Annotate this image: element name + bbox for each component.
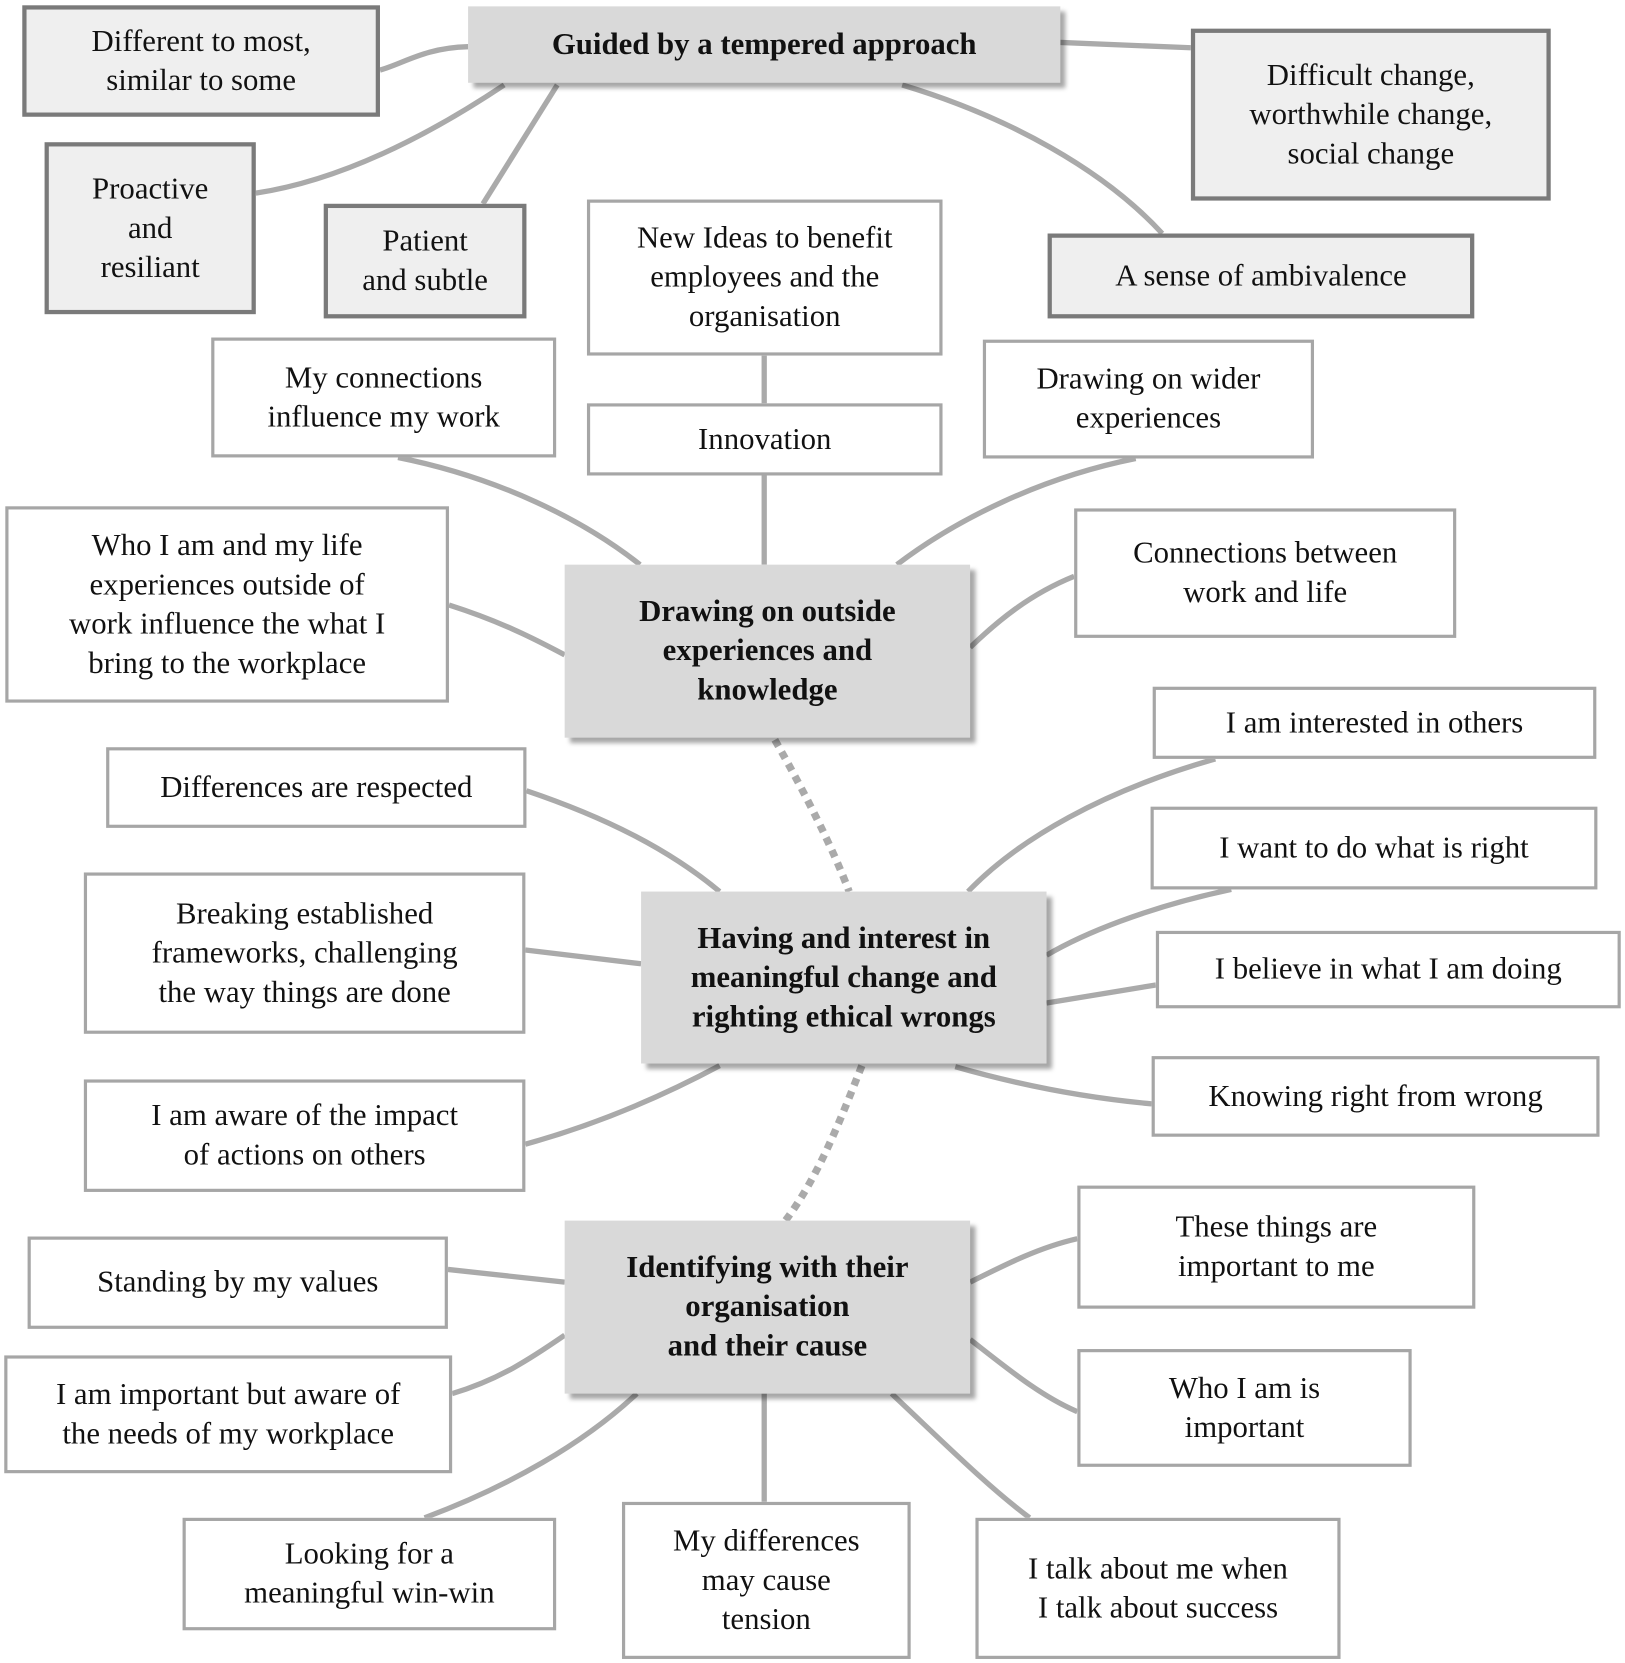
link xyxy=(451,1333,567,1397)
node-work-life: Connections between work and life xyxy=(1074,508,1457,638)
link xyxy=(524,1063,721,1147)
link xyxy=(1060,39,1191,51)
link xyxy=(480,83,560,206)
node-wider-experiences: Drawing on wider experiences xyxy=(982,339,1315,459)
hub-outside-experiences: Drawing on outside experiences and knowl… xyxy=(564,564,971,738)
node-these-things: These things are important to me xyxy=(1077,1185,1476,1309)
node-win-win: Looking for a meaningful win-win xyxy=(182,1517,557,1631)
node-respected: Differences are respected xyxy=(106,747,527,828)
node-different: Different to most, similar to some xyxy=(22,5,380,117)
hub-tempered-approach: Guided by a tempered approach xyxy=(468,6,1061,83)
node-proactive: Proactive and resiliant xyxy=(44,142,256,315)
node-breaking: Breaking established frameworks, challen… xyxy=(83,872,526,1034)
link xyxy=(525,788,722,894)
link xyxy=(379,44,469,73)
dotted-link xyxy=(771,737,853,893)
hub-meaningful-change: Having and interest in meaningful change… xyxy=(641,891,1047,1064)
link xyxy=(968,1236,1078,1285)
link xyxy=(889,1391,1032,1520)
link xyxy=(447,1266,565,1285)
node-knowing: Knowing right from wrong xyxy=(1151,1056,1600,1137)
link xyxy=(397,454,642,567)
node-do-right: I want to do what is right xyxy=(1150,806,1598,890)
link xyxy=(525,947,642,967)
node-connections-influence: My connections influence my work xyxy=(211,337,557,458)
link xyxy=(966,756,1217,894)
node-difficult-change: Difficult change, worthwhile change, soc… xyxy=(1190,28,1551,201)
node-differences-tension: My differences may cause tension xyxy=(621,1501,911,1659)
dotted-link xyxy=(782,1064,866,1223)
node-new-ideas: New Ideas to benefit employees and the o… xyxy=(586,199,943,356)
link xyxy=(255,82,506,196)
node-standing: Standing by my values xyxy=(27,1236,448,1329)
link xyxy=(1045,886,1232,958)
link xyxy=(968,573,1076,650)
node-believe: I believe in what I am doing xyxy=(1155,930,1621,1009)
hub-identifying: Identifying with their organisation and … xyxy=(564,1220,971,1394)
node-aware: I am aware of the impact of actions on o… xyxy=(83,1079,526,1192)
link xyxy=(423,1391,639,1521)
node-who-important: Who I am is important xyxy=(1077,1349,1412,1467)
link xyxy=(1046,982,1157,1006)
node-patient: Patient and subtle xyxy=(323,203,527,319)
link xyxy=(954,1064,1152,1107)
node-interested: I am interested in others xyxy=(1152,686,1597,759)
link xyxy=(901,82,1165,236)
node-important-aware: I am important but aware of the needs of… xyxy=(4,1355,453,1474)
node-talk-success: I talk about me when I talk about succes… xyxy=(975,1517,1341,1659)
link xyxy=(895,455,1137,567)
link xyxy=(968,1337,1079,1415)
link xyxy=(448,602,566,658)
node-innovation: Innovation xyxy=(586,403,943,476)
node-who-i-am: Who I am and my life experiences outside… xyxy=(5,506,449,703)
node-ambivalence: A sense of ambivalence xyxy=(1047,233,1475,319)
